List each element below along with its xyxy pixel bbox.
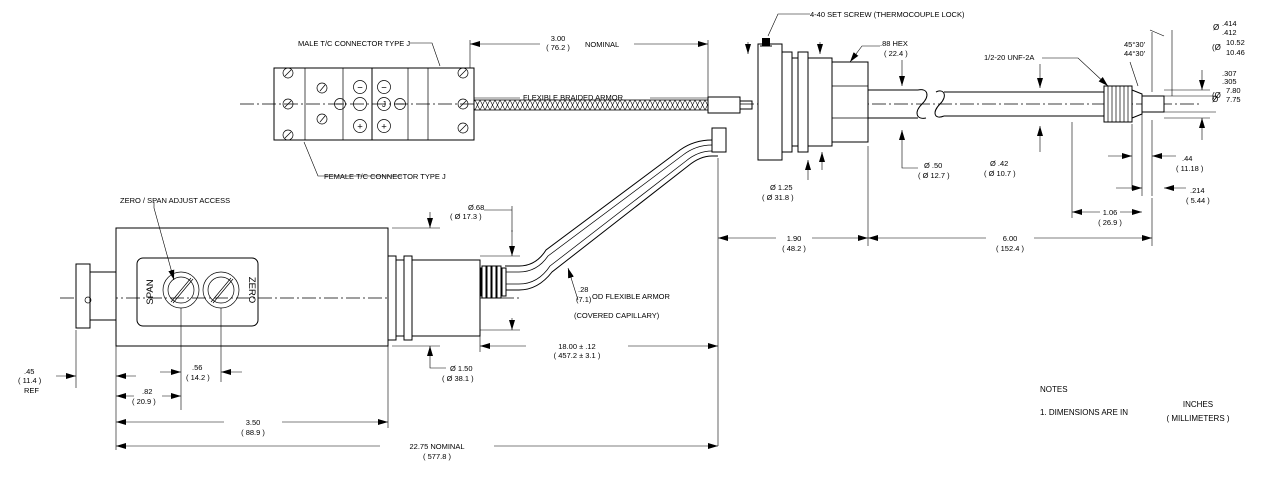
dim-125-mm: ( Ø 31.8 )	[762, 193, 794, 202]
dim-300-nominal: NOMINAL	[585, 40, 619, 49]
dim-150-mm: ( Ø 38.1 )	[442, 374, 474, 383]
dim-125-in: Ø 1.25	[770, 183, 793, 192]
dim-106-in: 1.06	[1103, 208, 1118, 217]
dim-2275-mm: ( 577.8 )	[423, 452, 451, 461]
dim-056-mm: ( 14.2 )	[186, 373, 210, 382]
probe-stem	[868, 85, 1165, 123]
dim-214-in: .214	[1190, 186, 1205, 195]
dim-tip-od-mm-bot: 10.46	[1226, 48, 1245, 57]
armor-corrugation	[476, 265, 507, 299]
dim-044-mm: ( 11.18 )	[1176, 164, 1204, 173]
socket-minus-symbol: −	[381, 83, 387, 94]
male-connector-body: − +	[273, 67, 373, 141]
socket-j-symbol: J	[382, 100, 386, 109]
dim-hex-in: .88 HEX	[880, 39, 908, 48]
socket-plus-symbol: +	[381, 122, 387, 133]
dim-214-mm: ( 5.44 )	[1186, 196, 1210, 205]
dim-028-in: .28	[578, 285, 588, 294]
span-label: SPAN	[145, 279, 156, 304]
male-connector-label: MALE T/C CONNECTOR TYPE J	[298, 39, 410, 48]
dim-350-in: 3.50	[246, 418, 261, 427]
od-armor-label: OD FLEXIBLE ARMOR	[592, 292, 671, 301]
dim-tip-id-mm-top: 7.80	[1226, 86, 1241, 95]
dim-1800-mm: ( 457.2 ± 3.1 )	[554, 351, 601, 360]
mounting-hole	[84, 296, 92, 304]
pin-minus-symbol: −	[357, 83, 363, 94]
dim-106-mm: ( 26.9 )	[1098, 218, 1122, 227]
dim-150-in: Ø 1.50	[450, 364, 473, 373]
housing-neck	[411, 259, 481, 337]
dim-2275-in: 22.75 NOMINAL	[409, 442, 464, 451]
covered-capillary-label: (COVERED CAPILLARY)	[574, 311, 660, 320]
dim-tip-od-mm-paren-open: (Ø	[1212, 43, 1221, 52]
dim-050-in: Ø .50	[924, 161, 942, 170]
flange	[757, 43, 783, 161]
zero-label: ZERO	[246, 277, 257, 303]
probe-tip	[1141, 95, 1165, 113]
dim-tip-od-symbol: Ø	[1213, 23, 1219, 32]
dim-tip-id-in-top: .307	[1222, 69, 1237, 78]
thread-section	[1103, 85, 1133, 123]
adjust-access-window	[136, 257, 259, 327]
dim-tip-id-mm-paren-open: (Ø	[1212, 91, 1221, 100]
dim-tip-od-in-top: .414	[1222, 19, 1237, 28]
dim-068-in: Ø.68	[468, 203, 484, 212]
hex-body	[831, 61, 869, 143]
dim-600-mm: ( 152.4 )	[996, 244, 1024, 253]
dim-hex-mm: ( 22.4 )	[884, 49, 908, 58]
dim-045-in: .45	[24, 367, 34, 376]
set-screw-label: 4-40 SET SCREW (THERMOCOUPLE LOCK)	[810, 10, 965, 19]
dim-190-mm: ( 48.2 )	[782, 244, 806, 253]
dim-082-in: .82	[142, 387, 152, 396]
dim-chamfer-1: 45°30'	[1124, 40, 1146, 49]
braided-armor-label: FLEXIBLE BRAIDED ARMOR	[523, 93, 624, 102]
dim-300-mm: ( 76.2 )	[546, 43, 570, 52]
drawing-labels: 4-40 SET SCREW (THERMOCOUPLE LOCK) MALE …	[18, 10, 1245, 461]
dim-350-mm: ( 88.9 )	[241, 428, 265, 437]
note-1: 1. DIMENSIONS ARE IN	[1040, 408, 1128, 417]
dim-tip-od-mm-top: 10.52	[1226, 38, 1245, 47]
capillary-tube	[476, 127, 727, 299]
dim-300-in: 3.00	[551, 34, 566, 43]
female-connector-label: FEMALE T/C CONNECTOR TYPE J	[324, 172, 446, 181]
dim-042-in: Ø .42	[990, 159, 1008, 168]
zero-span-label: ZERO / SPAN ADJUST ACCESS	[120, 196, 230, 205]
dim-tip-id-mm-bot: 7.75	[1226, 95, 1241, 104]
dim-050-mm: ( Ø 12.7 )	[918, 171, 950, 180]
notes-title: NOTES	[1040, 385, 1068, 394]
dim-045-ref: REF	[24, 386, 39, 395]
transmitter-housing: SPAN ZERO	[60, 227, 520, 347]
set-screw	[762, 38, 770, 46]
note-unit-millimeters: ( MILLIMETERS )	[1166, 414, 1229, 423]
thermocouple-connector-pair: − + − J +	[240, 67, 478, 141]
dim-190-in: 1.90	[787, 234, 802, 243]
sensor-head	[740, 38, 1200, 161]
dim-082-mm: ( 20.9 )	[132, 397, 156, 406]
female-connector-body: − J +	[371, 67, 475, 141]
dim-tip-id-in-bot: .305	[1222, 77, 1237, 86]
dim-chamfer-2: 44°30'	[1124, 49, 1146, 58]
dim-1800-in: 18.00 ± .12	[558, 342, 595, 351]
dim-tip-od-in-bot: .412	[1222, 28, 1237, 37]
dim-068-mm: ( Ø 17.3 )	[450, 212, 482, 221]
note-unit-inches: INCHES	[1183, 400, 1213, 409]
dim-028-mm: (7.1)	[576, 295, 592, 304]
dim-tip-id-symbol: Ø	[1212, 95, 1218, 104]
dimension-lines	[56, 13, 1216, 450]
pin-plus-symbol: +	[357, 122, 363, 133]
thread-label: 1/2-20 UNF-2A	[984, 53, 1034, 62]
flexible-braided-armor	[473, 96, 753, 114]
dim-056-in: .56	[192, 363, 202, 372]
dim-042-mm: ( Ø 10.7 )	[984, 169, 1016, 178]
dim-600-in: 6.00	[1003, 234, 1018, 243]
dim-044-in: .44	[1182, 154, 1192, 163]
pin-minus	[353, 80, 367, 94]
notes-block: NOTES 1. DIMENSIONS ARE IN INCHES ( MILL…	[1040, 385, 1230, 423]
pin-plus	[353, 119, 367, 133]
dim-045-mm: ( 11.4 )	[18, 376, 42, 385]
